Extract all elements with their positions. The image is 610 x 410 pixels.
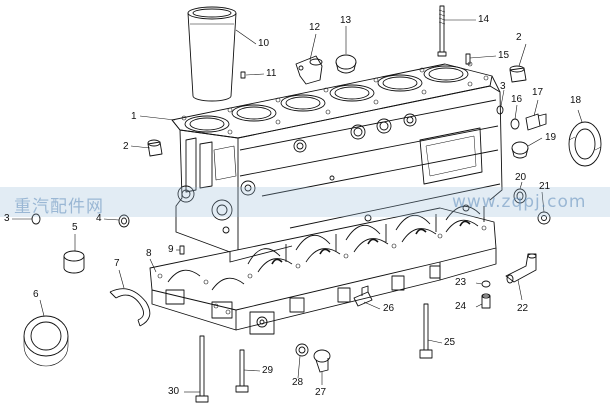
callout-29: 29 [262, 365, 274, 376]
callout-14: 14 [478, 14, 490, 25]
callout-16: 16 [511, 94, 523, 105]
callout-13: 13 [340, 15, 352, 26]
seal-ring-part [568, 121, 602, 167]
plug-part-left [147, 139, 163, 157]
callout-3-left: 3 [4, 213, 10, 224]
o-ring-part [510, 118, 520, 130]
watermark-text-left: 重汽配件网 [14, 197, 104, 217]
washer-part-23 [481, 280, 491, 288]
plug-part-27 [313, 349, 331, 373]
callout-26: 26 [383, 303, 395, 314]
elbow-fitting-part [505, 253, 537, 284]
callout-5: 5 [72, 222, 78, 233]
thrust-washer-part [109, 288, 151, 327]
callout-23: 23 [455, 277, 467, 288]
callout-18: 18 [570, 95, 582, 106]
callout-28: 28 [292, 377, 304, 388]
callout-10: 10 [258, 38, 270, 49]
watermark-band: 重汽配件网 www.zqpj.com [0, 187, 610, 217]
clip-part [353, 285, 373, 307]
callout-11: 11 [266, 68, 277, 79]
plug-part-4 [118, 214, 130, 228]
callout-30: 30 [168, 386, 180, 397]
cylinder-block-part [171, 61, 503, 265]
plug-part-right [509, 65, 527, 83]
callout-24: 24 [455, 301, 467, 312]
callout-27: 27 [315, 387, 327, 398]
liner-seal-part [240, 71, 246, 79]
callout-19: 19 [545, 132, 557, 143]
callout-4: 4 [96, 213, 102, 224]
callout-2-left: 2 [123, 141, 129, 152]
bolt-part-25 [419, 303, 433, 359]
thrust-ring-part [23, 315, 69, 367]
callout-21: 21 [539, 181, 551, 192]
bolt-part-30 [195, 335, 209, 403]
stud-part [437, 5, 447, 57]
washer-part-right [496, 105, 504, 115]
cup-plug-part [511, 141, 529, 159]
callout-6: 6 [33, 289, 39, 300]
callout-22: 22 [517, 303, 529, 314]
callout-1: 1 [131, 111, 137, 122]
callout-12: 12 [309, 22, 321, 33]
cap-part [335, 54, 357, 74]
plug-part-24 [481, 293, 491, 309]
callout-2-right: 2 [516, 32, 522, 43]
sensor-part [525, 113, 547, 131]
callout-25: 25 [444, 337, 456, 348]
bearing-bush-part [63, 250, 85, 274]
callout-9: 9 [168, 244, 174, 255]
fitting-part [295, 55, 323, 85]
callout-8: 8 [146, 248, 152, 259]
washer-part-28 [295, 343, 309, 357]
watermark-text-right: www.zqpj.com [452, 192, 587, 212]
pin-part [465, 53, 471, 65]
dowel-pin-part [179, 245, 185, 255]
cylinder-liner-part [187, 6, 237, 102]
callout-15: 15 [498, 50, 510, 61]
callout-3-right: 3 [500, 81, 506, 92]
leader-lines [12, 19, 583, 393]
callout-17: 17 [532, 87, 544, 98]
bolt-part-29 [235, 349, 249, 393]
callout-20: 20 [515, 172, 527, 183]
bedplate-part [149, 207, 497, 335]
callout-7: 7 [114, 258, 120, 269]
